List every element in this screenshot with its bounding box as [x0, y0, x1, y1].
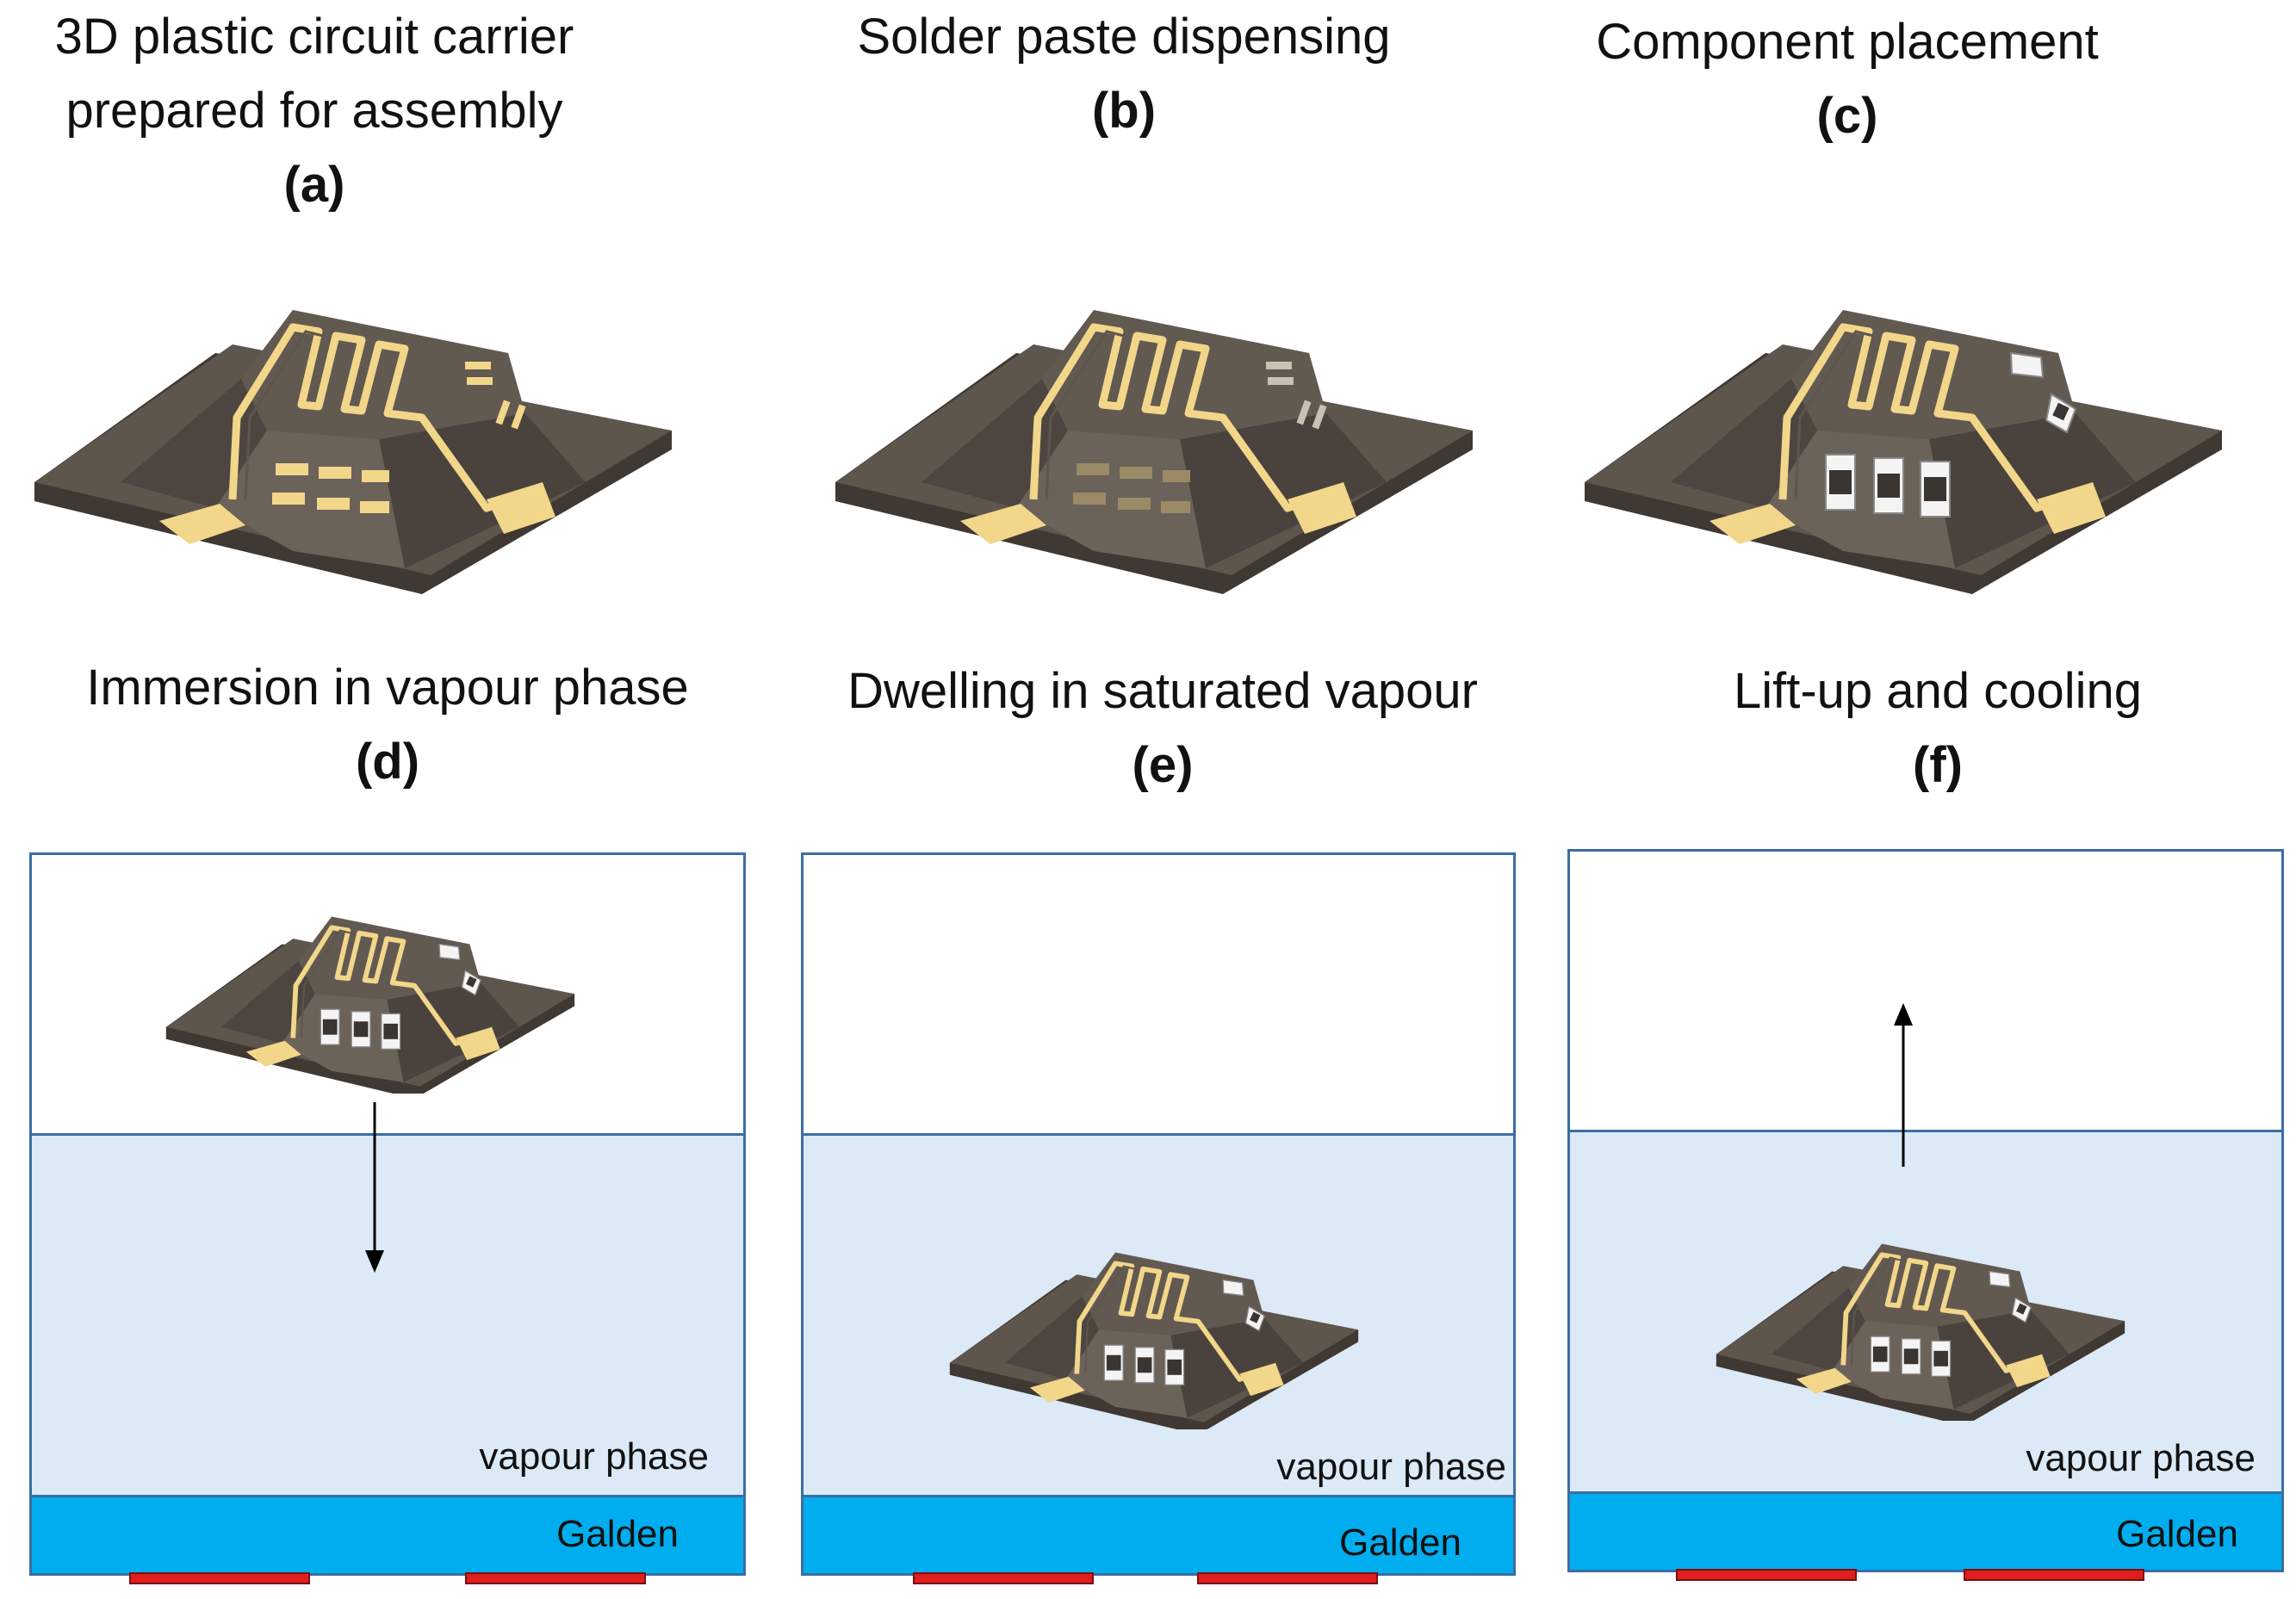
carrier-render-c: [1567, 224, 2239, 603]
caption-f-label: (f): [1913, 737, 1963, 793]
vapour-zone-d: [32, 1133, 743, 1497]
caption-c-title: Component placement: [1596, 14, 2099, 70]
heater-e-right: [1197, 1572, 1378, 1584]
caption-f: Lift-up and cooling (f): [1576, 654, 2296, 803]
heater-f-right: [1964, 1569, 2144, 1581]
galden-label-f: Galden: [2116, 1513, 2238, 1555]
up-arrow-icon: [1894, 1003, 1913, 1167]
galden-label-d: Galden: [556, 1513, 679, 1555]
caption-c-label: (c): [1816, 88, 1878, 144]
carrier-render-e: [939, 1197, 1369, 1429]
vapour-tank-e: vapour phase Galden: [801, 852, 1516, 1576]
heater-d-right: [465, 1572, 646, 1584]
carrier-render-f: [1705, 1188, 2136, 1421]
vapour-label-f: vapour phase: [2026, 1437, 2256, 1479]
caption-d-title: Immersion in vapour phase: [86, 660, 689, 716]
heater-f-left: [1676, 1569, 1857, 1581]
heater-d-left: [129, 1572, 310, 1584]
down-arrow-icon: [365, 1102, 384, 1273]
caption-b: Solder paste dispensing (b): [775, 0, 1473, 148]
caption-b-label: (b): [1091, 83, 1157, 139]
galden-bath-f: [1570, 1491, 2281, 1570]
galden-bath-e: [804, 1495, 1513, 1573]
galden-label-e: Galden: [1339, 1522, 1461, 1564]
caption-e-label: (e): [1132, 737, 1194, 793]
carrier-render-d: [155, 861, 586, 1094]
carrier-render-b: [818, 224, 1490, 603]
heater-e-left: [913, 1572, 1094, 1584]
caption-f-title: Lift-up and cooling: [1734, 663, 2142, 719]
vapour-label-e: vapour phase: [1276, 1446, 1506, 1488]
caption-b-title: Solder paste dispensing: [857, 9, 1391, 65]
carrier-render-a: [17, 224, 689, 603]
caption-a-label: (a): [283, 157, 345, 213]
caption-a-title-line1: 3D plastic circuit carrier: [54, 9, 574, 65]
vapour-label-d: vapour phase: [479, 1435, 709, 1478]
caption-d: Immersion in vapour phase (d): [26, 651, 749, 799]
caption-e: Dwelling in saturated vapour (e): [801, 654, 1524, 803]
caption-c: Component placement (c): [1533, 5, 2162, 153]
caption-d-label: (d): [355, 734, 420, 790]
galden-bath-d: [32, 1495, 743, 1573]
caption-e-title: Dwelling in saturated vapour: [847, 663, 1478, 719]
caption-a-title-line2: prepared for assembly: [65, 83, 563, 139]
caption-a: 3D plastic circuit carrier prepared for …: [0, 0, 629, 222]
